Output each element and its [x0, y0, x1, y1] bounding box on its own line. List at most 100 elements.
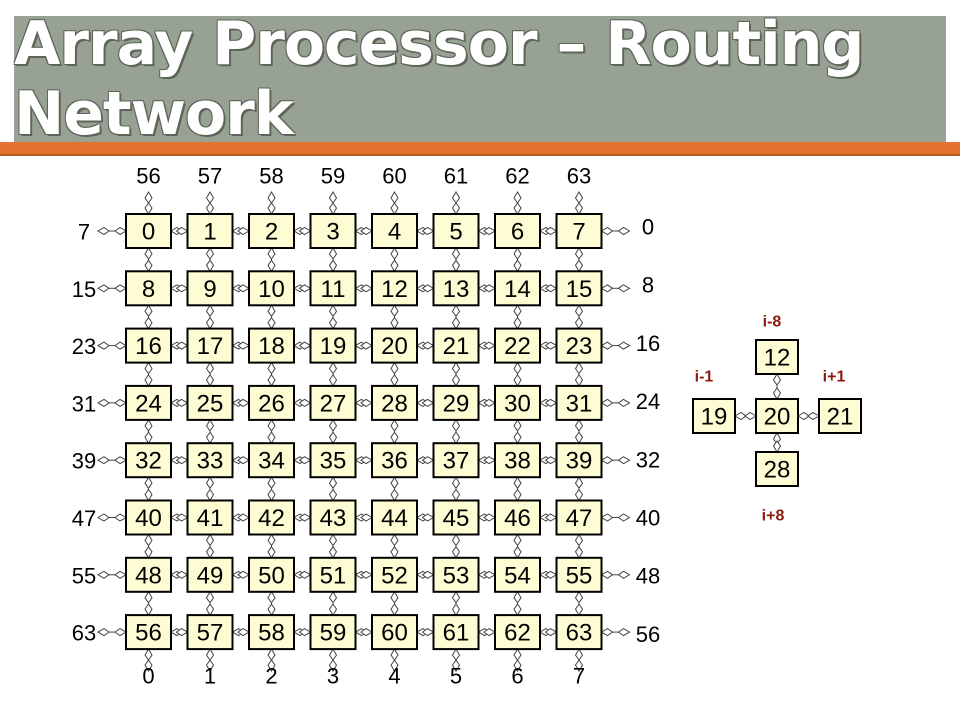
link-arrow-horizontal	[416, 456, 435, 465]
pe-cell: 58	[248, 614, 295, 651]
pe-cell: 51	[309, 556, 357, 593]
link-arrow-horizontal	[231, 284, 250, 293]
pe-cell-label: 0	[142, 219, 155, 246]
pe-cell-label: 6	[511, 219, 524, 246]
pe-cell: 46	[494, 499, 541, 536]
link-arrow-horizontal	[293, 284, 312, 293]
pe-cell: 33	[186, 442, 234, 479]
pe-cell-label: 9	[203, 276, 216, 303]
neighbor-cell-box	[755, 451, 799, 487]
link-arrow-horizontal	[354, 570, 373, 579]
left-wrap-label: 47	[72, 506, 96, 531]
pe-cell-label: 17	[197, 333, 224, 360]
pe-cell-box	[309, 270, 357, 307]
link-arrow-vertical	[513, 247, 522, 273]
pe-cell: 2	[248, 213, 295, 249]
link-arrow-vertical	[328, 476, 338, 502]
wrap-arrow-top	[513, 191, 522, 215]
link-arrow-vertical	[451, 247, 461, 273]
pe-cell-box	[494, 327, 541, 364]
pe-cell-label: 52	[381, 562, 408, 589]
pe-cell-box	[432, 614, 480, 651]
pe-cell: 55	[555, 556, 603, 593]
pe-cell-label: 44	[381, 505, 408, 532]
link-arrow-horizontal	[477, 226, 496, 236]
pe-cell: 9	[186, 270, 234, 307]
link-arrow-vertical	[390, 533, 399, 559]
link-arrow-vertical	[205, 361, 215, 387]
pe-cell-box	[248, 556, 295, 593]
accent-bar	[0, 142, 960, 154]
pe-cell: 30	[494, 384, 541, 421]
pe-cell: 37	[432, 442, 480, 479]
link-arrow-horizontal	[354, 628, 373, 637]
pe-cell-label: 24	[135, 390, 162, 417]
pe-cell-box	[125, 270, 172, 307]
link-arrow-horizontal	[170, 628, 189, 637]
pe-cell-label: 33	[197, 448, 224, 475]
link-arrow-horizontal	[354, 341, 373, 350]
pe-cell-label: 4	[388, 219, 401, 246]
link-arrow-horizontal	[170, 513, 189, 522]
pe-cell-label: 10	[258, 276, 285, 303]
pe-cell-box	[125, 442, 172, 479]
pe-cell: 6	[494, 213, 541, 249]
link-arrow-horizontal	[416, 513, 435, 522]
pe-cell-box	[248, 213, 295, 249]
pe-cell: 5	[432, 213, 480, 249]
link-arrow-horizontal	[170, 398, 189, 407]
pe-cell-label: 7	[572, 219, 585, 246]
wrap-arrow-top	[144, 191, 153, 215]
link-arrow-vertical	[451, 418, 461, 445]
link-arrow-vertical	[451, 304, 461, 330]
link-arrow-vertical	[144, 476, 153, 502]
pe-cell-label: 62	[504, 620, 531, 647]
pe-cell-label: 18	[258, 333, 285, 360]
pe-cell-label: 55	[566, 562, 593, 589]
pe-cell-box	[432, 270, 480, 307]
top-wrap-label: 61	[444, 164, 468, 189]
link-arrow-vertical	[144, 533, 153, 559]
link-arrow-horizontal	[416, 226, 435, 236]
wrap-arrow-left	[97, 570, 127, 579]
pe-cell-label: 11	[321, 276, 346, 303]
pe-cell: 48	[125, 556, 172, 593]
link-arrow-horizontal	[293, 226, 312, 236]
pe-cell: 22	[494, 327, 541, 364]
link-arrow-horizontal	[477, 570, 496, 579]
pe-cell-box	[555, 614, 603, 651]
link-arrow-vertical	[574, 533, 584, 559]
pe-cell: 42	[248, 499, 295, 536]
link-arrow-horizontal	[354, 226, 373, 236]
pe-cell: 53	[432, 556, 480, 593]
pe-cell-label: 40	[135, 505, 162, 532]
pe-cell-label: 19	[320, 333, 347, 360]
link-arrow-vertical	[267, 418, 276, 445]
wrap-arrow-top	[390, 191, 399, 215]
pe-cell: 44	[371, 499, 418, 536]
pe-cell-label: 63	[566, 620, 593, 647]
link-arrow-vertical	[328, 361, 338, 387]
bottom-wrap-label: 7	[573, 664, 585, 689]
wrap-arrow-right	[600, 284, 631, 293]
pe-cell: 50	[248, 556, 295, 593]
link-arrow-vertical	[390, 247, 399, 273]
pe-cell-label: 34	[258, 448, 285, 475]
pe-cell-label: 42	[258, 505, 285, 532]
link-arrow-horizontal	[231, 570, 250, 579]
pe-cell: 34	[248, 442, 295, 479]
pe-cell: 56	[125, 614, 172, 651]
wrap-arrow-bottom	[451, 648, 461, 673]
pe-cell-box	[432, 213, 480, 249]
bottom-wrap-label: 0	[142, 664, 154, 689]
wrap-arrow-bottom	[144, 648, 153, 673]
slide-title: Array Processor – Routing Network	[14, 9, 864, 149]
pe-cell-box	[555, 499, 603, 536]
pe-cell: 7	[555, 213, 603, 249]
pe-cell-label: 16	[135, 333, 162, 360]
offset-label-up: i-8	[763, 314, 782, 331]
pe-cell-box	[432, 384, 480, 421]
pe-cell-label: 23	[566, 333, 593, 360]
pe-cell-label: 43	[320, 505, 347, 532]
pe-cell: 1	[186, 213, 234, 249]
